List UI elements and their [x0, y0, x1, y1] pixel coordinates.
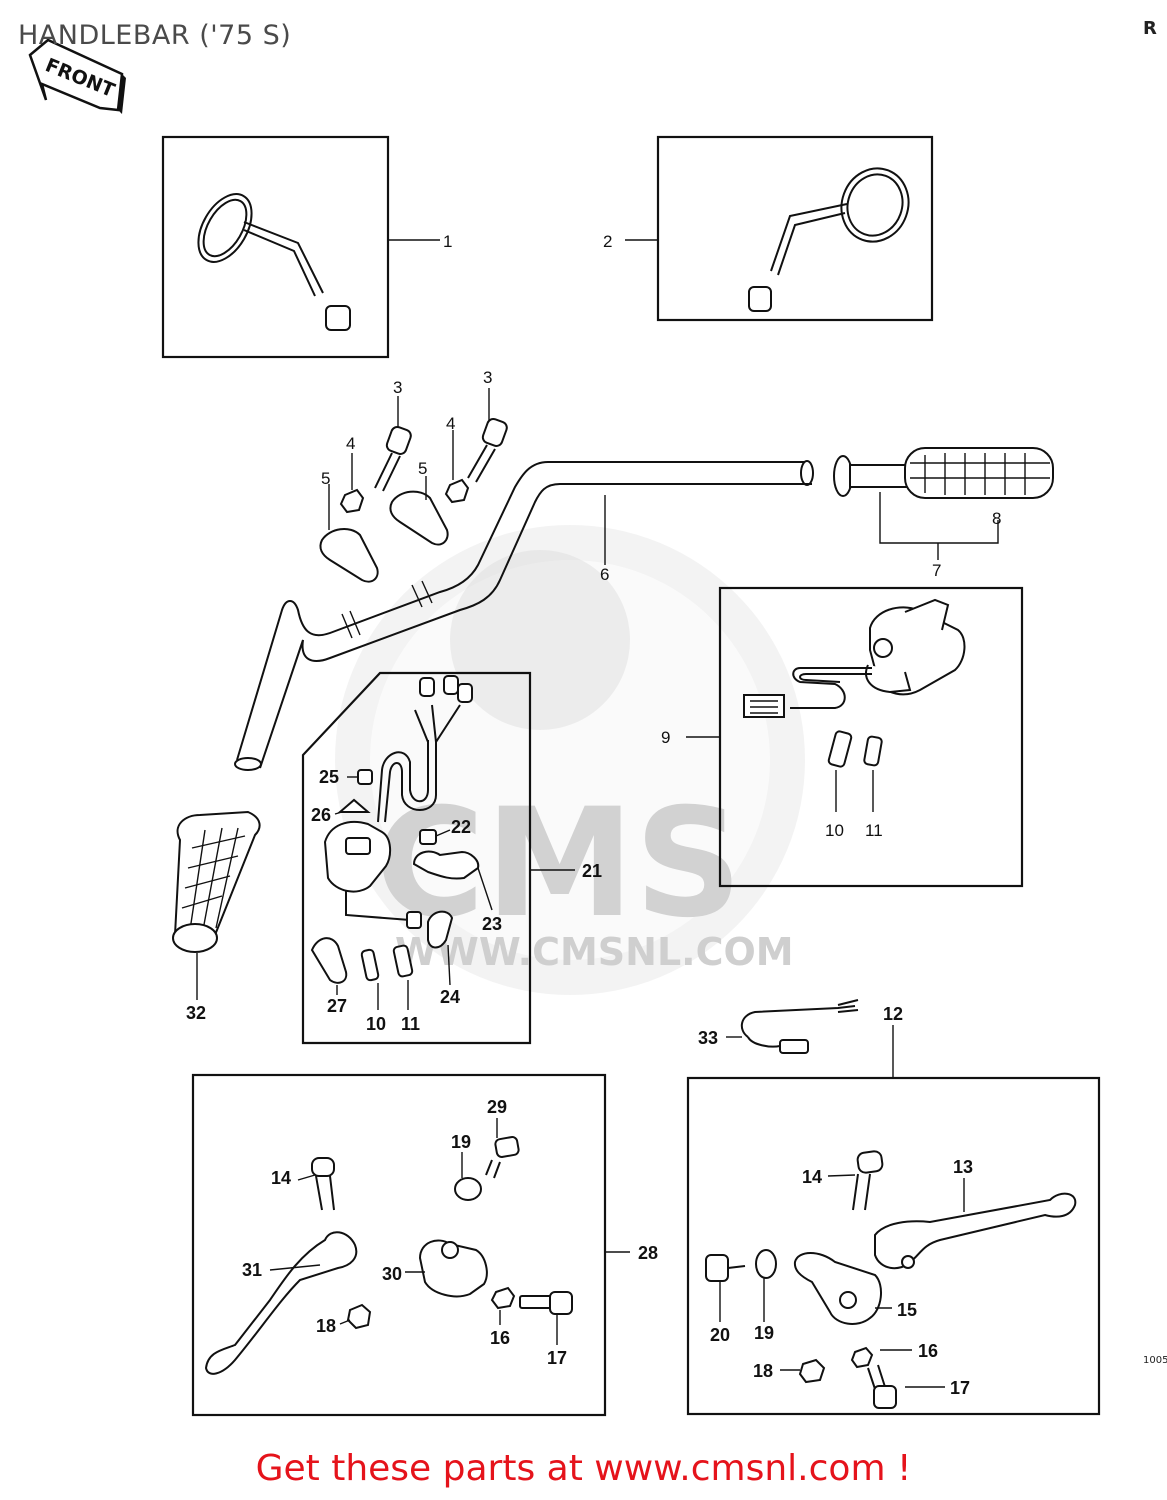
callout-17b: 17	[950, 1378, 970, 1398]
callout-9: 9	[661, 728, 670, 747]
callout-22: 22	[451, 817, 471, 837]
callout-28: 28	[638, 1243, 658, 1263]
switch-right	[743, 598, 966, 768]
switch-cable	[740, 999, 859, 1054]
front-arrow-icon: FRONT	[28, 38, 126, 114]
callout-24: 24	[440, 987, 460, 1007]
grip-left	[172, 810, 261, 953]
callout-10b: 10	[366, 1014, 386, 1034]
box-switch-left	[301, 671, 532, 1045]
clamp-bolts	[319, 417, 508, 583]
callout-14b: 14	[802, 1167, 822, 1187]
handlebar	[234, 460, 814, 771]
box-lever-left	[191, 1073, 607, 1417]
mirror-left	[197, 193, 351, 331]
callout-4a: 4	[346, 434, 355, 453]
callout-labels: 1 2 3 3 4 4 5 5 6 7 8 9 10 11 25 26 22 2…	[186, 232, 1001, 1398]
callout-3a: 3	[393, 378, 402, 397]
callout-4b: 4	[446, 414, 455, 433]
callout-12: 12	[883, 1004, 903, 1024]
callout-11a: 11	[865, 821, 883, 840]
box-mirror-left	[161, 135, 390, 359]
callout-17a: 17	[547, 1348, 567, 1368]
callout-13: 13	[953, 1157, 973, 1177]
callout-30: 30	[382, 1264, 402, 1284]
mirror-right	[748, 167, 910, 312]
callout-20: 20	[710, 1325, 730, 1345]
watermark: CMS WWW.CMSNL.COM	[335, 525, 805, 995]
callout-10a: 10	[825, 821, 844, 840]
corner-mark: R	[1143, 18, 1157, 39]
callout-27: 27	[327, 996, 347, 1016]
box-mirror-right	[656, 135, 934, 322]
callout-18b: 18	[753, 1361, 773, 1381]
callout-7: 7	[932, 561, 941, 580]
footer-link[interactable]: Get these parts at www.cmsnl.com !	[255, 1448, 912, 1489]
callout-23: 23	[482, 914, 502, 934]
callout-25: 25	[319, 767, 339, 787]
callout-21: 21	[582, 861, 602, 881]
callout-26: 26	[311, 805, 331, 825]
callout-6: 6	[600, 565, 609, 584]
callout-5a: 5	[321, 469, 330, 488]
callout-15: 15	[897, 1300, 917, 1320]
grip-right	[833, 447, 1054, 499]
callout-5b: 5	[418, 459, 427, 478]
callout-19b: 19	[754, 1323, 774, 1343]
callout-3b: 3	[483, 368, 492, 387]
callout-31: 31	[242, 1260, 262, 1280]
callout-16b: 16	[918, 1341, 938, 1361]
watermark-url: WWW.CMSNL.COM	[395, 930, 794, 974]
lever-right-assembly	[705, 1150, 1077, 1409]
callout-16a: 16	[490, 1328, 510, 1348]
callout-14a: 14	[271, 1168, 291, 1188]
callout-32: 32	[186, 1003, 206, 1023]
page-title: HANDLEBAR ('75 S)	[18, 20, 292, 51]
callout-11b: 11	[401, 1014, 420, 1034]
drawing-code: 1005	[1143, 1355, 1167, 1366]
callout-18a: 18	[316, 1316, 336, 1336]
callout-19a: 19	[451, 1132, 471, 1152]
callout-8: 8	[992, 509, 1001, 528]
callout-33: 33	[698, 1028, 718, 1048]
callout-1: 1	[443, 232, 452, 251]
callout-29: 29	[487, 1097, 507, 1117]
lever-left-assembly	[204, 1136, 573, 1375]
callout-2: 2	[603, 232, 612, 251]
switch-left	[310, 675, 480, 984]
